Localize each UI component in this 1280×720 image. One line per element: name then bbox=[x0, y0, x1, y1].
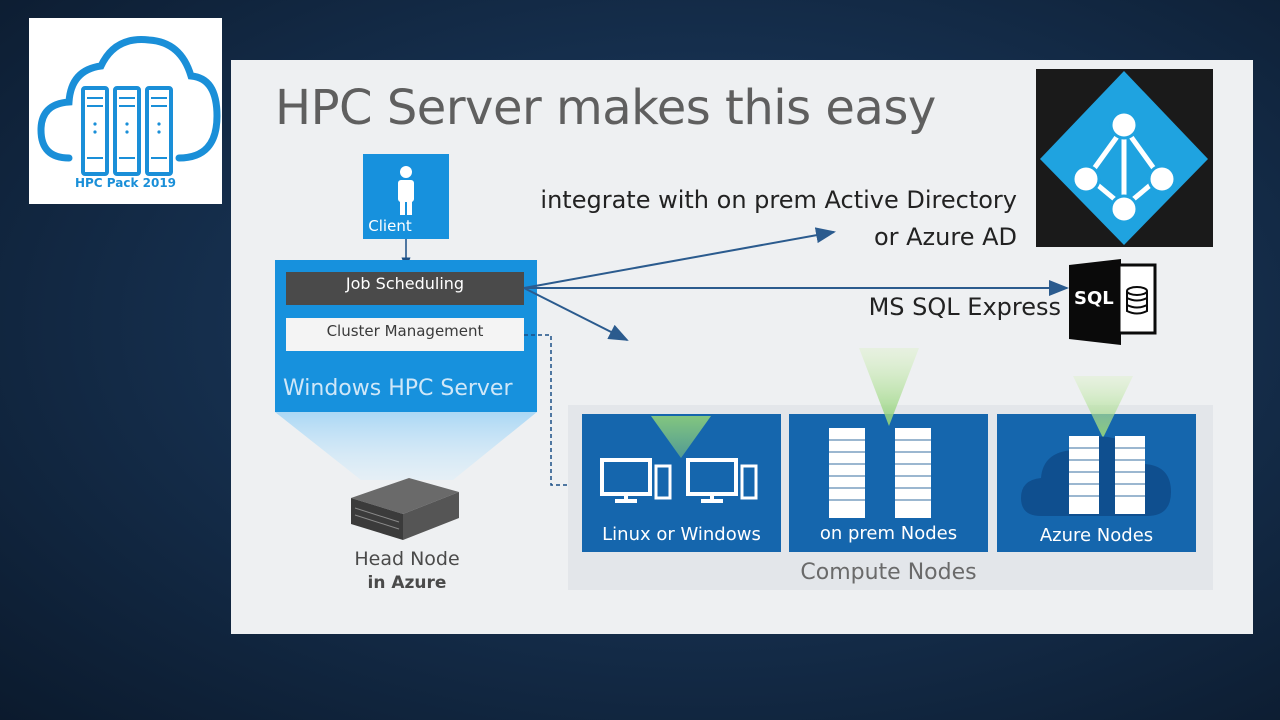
slide-title: HPC Server makes this easy bbox=[275, 80, 936, 136]
sql-annotation: MS SQL Express bbox=[868, 293, 1061, 321]
arrow-to-compute bbox=[523, 287, 629, 341]
client-label: Client bbox=[368, 217, 412, 235]
cloud-server-icon bbox=[37, 36, 221, 176]
azure-ad-tile bbox=[1036, 69, 1213, 247]
sql-database-icon bbox=[1069, 259, 1157, 345]
rack-server-icon bbox=[351, 478, 459, 540]
job-scheduling-label: Job Scheduling bbox=[345, 274, 465, 293]
node-label-azure: Azure Nodes bbox=[1039, 525, 1154, 546]
person-icon bbox=[398, 166, 414, 215]
head-node-sublabel: in Azure bbox=[367, 573, 447, 593]
architecture-diagram bbox=[275, 154, 1213, 590]
green-beam-azure bbox=[1073, 376, 1133, 438]
node-label-onprem: on prem Nodes bbox=[819, 523, 958, 544]
cluster-management-bar bbox=[286, 318, 524, 351]
compute-nodes-label: Compute Nodes bbox=[800, 560, 977, 585]
job-scheduling-bar bbox=[286, 272, 524, 305]
node-group-onprem bbox=[789, 414, 988, 552]
azure-active-directory-icon bbox=[1040, 71, 1208, 245]
green-beam-onprem bbox=[859, 348, 919, 426]
green-beam-linux bbox=[651, 416, 711, 458]
sql-icon-text: SQL bbox=[1074, 288, 1114, 309]
node-label-linux: Linux or Windows bbox=[602, 524, 761, 545]
ad-annotation-line2: or Azure AD bbox=[873, 223, 1017, 251]
hpc-pack-logo: HPC Pack 2019 bbox=[29, 18, 222, 204]
ad-annotation-line1: integrate with on prem Active Directory bbox=[540, 186, 1017, 214]
projection-beam bbox=[275, 412, 537, 480]
server-title: Windows HPC Server bbox=[283, 376, 513, 401]
cloud-server-icon bbox=[1021, 436, 1171, 516]
head-node-label: Head Node bbox=[354, 548, 460, 570]
workstation-icon bbox=[600, 458, 758, 503]
logo-caption: HPC Pack 2019 bbox=[74, 176, 177, 190]
server-rack-icon bbox=[829, 428, 931, 518]
cluster-management-label: Cluster Management bbox=[326, 322, 484, 340]
arrow-to-ad bbox=[523, 227, 836, 289]
slide: HPC Server makes this easy bbox=[231, 60, 1253, 634]
dashed-connector bbox=[524, 334, 581, 490]
